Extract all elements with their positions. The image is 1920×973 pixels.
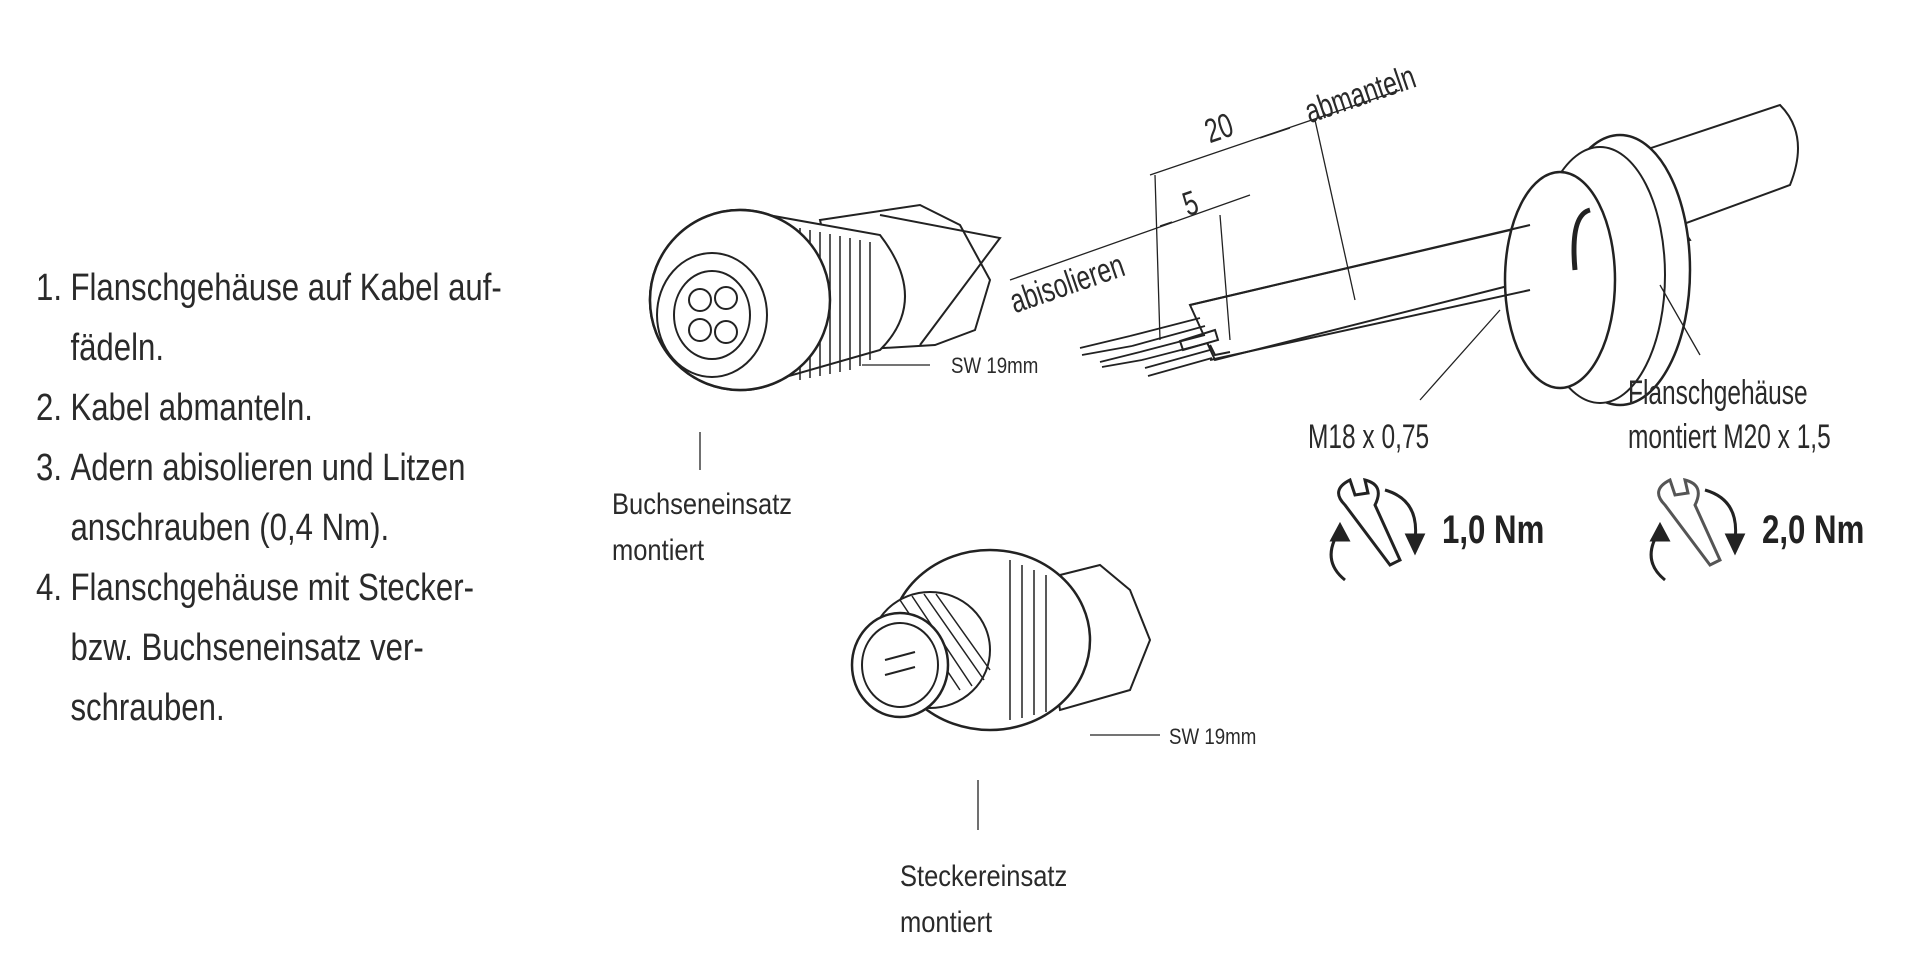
step-text: Kabel abmanteln. bbox=[70, 387, 313, 429]
socket-insert-drawing bbox=[648, 203, 1002, 470]
cable-drawing bbox=[1009, 89, 1799, 407]
plug-insert-drawing bbox=[850, 548, 1160, 830]
step-number: 1. bbox=[36, 267, 62, 309]
wrench-rotate-icon bbox=[1329, 477, 1426, 582]
instruction-step-1: 1. Flanschgehäuse auf Kabel auf- fädeln. bbox=[36, 258, 579, 378]
housing-label: Flanschgehäuse bbox=[1628, 374, 1808, 412]
instruction-step-4: 4. Flanschgehäuse mit Stecker- bzw. Buch… bbox=[36, 558, 579, 738]
instruction-step-3: 3. Adern abisolieren und Litzen anschrau… bbox=[36, 438, 579, 558]
step-text: bzw. Buchseneinsatz ver- bbox=[70, 627, 424, 669]
step-number: 2. bbox=[36, 387, 62, 429]
step-text: Flanschgehäuse auf Kabel auf- bbox=[70, 267, 502, 309]
plug-insert-label-2: montiert bbox=[900, 906, 993, 939]
socket-insert-label: Buchseneinsatz bbox=[612, 488, 793, 521]
thread-label: M18 x 0,75 bbox=[1308, 418, 1430, 456]
torque-value-thread: 1,0 Nm bbox=[1442, 508, 1545, 552]
socket-insert-label-2: montiert bbox=[612, 534, 705, 567]
torque-value-housing: 2,0 Nm bbox=[1762, 508, 1865, 552]
step-text: Flanschgehäuse mit Stecker- bbox=[70, 567, 474, 609]
housing-label-2: montiert M20 x 1,5 bbox=[1628, 418, 1831, 456]
plug-insert-label: Steckereinsatz bbox=[900, 860, 1068, 893]
instruction-list: 1. Flanschgehäuse auf Kabel auf- fädeln.… bbox=[36, 258, 698, 738]
step-text: schrauben. bbox=[70, 687, 225, 729]
step-text: anschrauben (0,4 Nm). bbox=[70, 507, 390, 549]
wrench-rotate-icon bbox=[1649, 477, 1746, 582]
step-text: Adern abisolieren und Litzen bbox=[70, 447, 466, 489]
step-text: fädeln. bbox=[70, 327, 164, 369]
instruction-step-2: 2. Kabel abmanteln. bbox=[36, 378, 579, 438]
plug-wrench-size-label: SW 19mm bbox=[1169, 724, 1257, 749]
step-number: 4. bbox=[36, 567, 62, 609]
step-number: 3. bbox=[36, 447, 62, 489]
socket-wrench-size-label: SW 19mm bbox=[951, 353, 1039, 378]
